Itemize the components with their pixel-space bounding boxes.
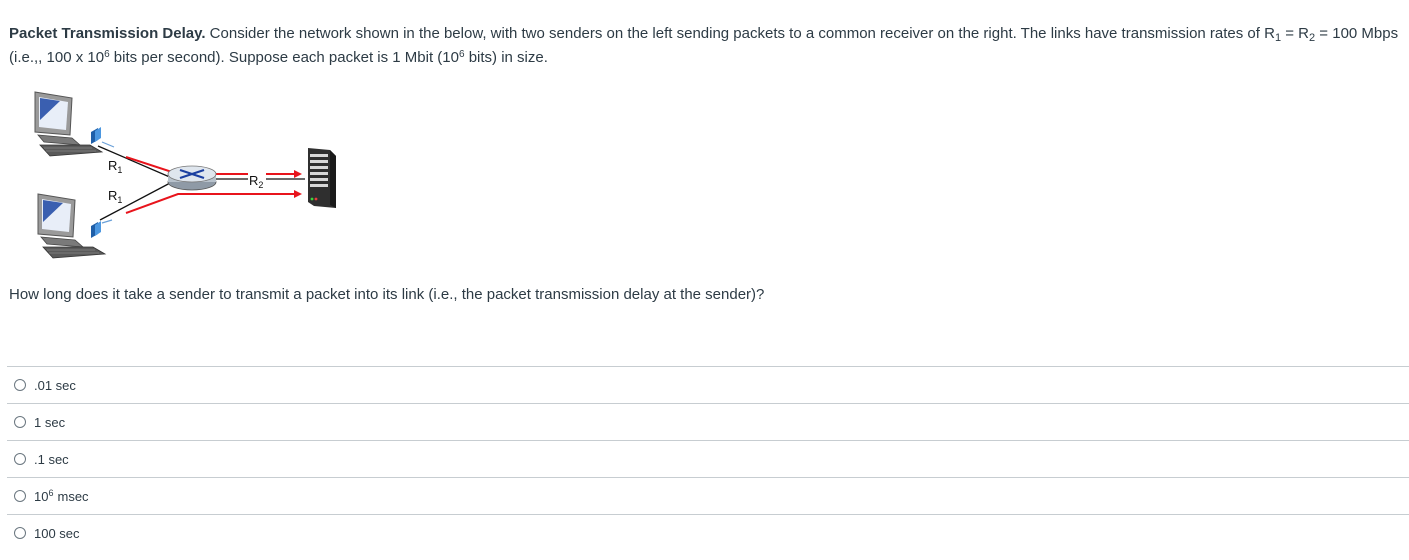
link-bottom (99, 181, 173, 221)
intro-paragraph: Packet Transmission Delay. Consider the … (9, 22, 1401, 70)
radio-button[interactable] (14, 490, 26, 502)
answer-exponent: 6 (48, 487, 54, 498)
intro-sub-1: 1 (1274, 32, 1282, 44)
intro-text-4: bits) in size. (464, 49, 548, 66)
label-r2: R2 (249, 173, 263, 190)
router-icon (167, 165, 217, 191)
intro-text-2: = 100 Mbps (i.e.,, 100 x 10 (9, 25, 1399, 66)
answer-label: 100 sec (34, 525, 80, 541)
radio-button[interactable] (14, 527, 26, 539)
answer-label: 1 sec (34, 414, 66, 430)
radio-button[interactable] (14, 379, 26, 391)
question-text: How long does it take a sender to transm… (9, 286, 765, 303)
answer-label: .1 sec (34, 451, 69, 467)
label-r1-top: R1 (108, 158, 122, 175)
link-top (97, 145, 173, 179)
receiver-server-icon (308, 148, 336, 208)
network-diagram: R1 R1 R2 (34, 91, 336, 259)
packet-bottom-icon (91, 219, 113, 238)
answer-unit: msec (57, 488, 89, 504)
intro-text-1: Consider the network shown in the below,… (209, 25, 1275, 42)
answer-option-5[interactable]: 100 sec (7, 514, 1409, 551)
answer-base: 10 (34, 488, 49, 504)
answer-option-2[interactable]: 1 sec (7, 403, 1409, 440)
red-arrow-bottom-icon (294, 190, 302, 198)
intro-sup-2: 6 (458, 49, 465, 60)
intro-eq: = R (1281, 25, 1310, 42)
packet-top-icon (91, 127, 115, 148)
answer-option-1[interactable]: .01 sec (7, 366, 1409, 403)
intro-sup-1: 6 (104, 49, 110, 60)
intro-title: Packet Transmission Delay. (9, 25, 206, 42)
red-path-bottom (125, 193, 294, 214)
label-r1-bottom: R1 (108, 188, 122, 205)
intro-sub-2: 2 (1309, 32, 1316, 44)
answer-option-3[interactable]: .1 sec (7, 440, 1409, 477)
sender-computer-bottom-icon (37, 193, 107, 259)
answer-label: .01 sec (34, 377, 76, 393)
sender-computer-top-icon (34, 91, 104, 157)
radio-button[interactable] (14, 453, 26, 465)
radio-button[interactable] (14, 416, 26, 428)
red-arrow-top-icon (294, 170, 302, 178)
intro-text-3: bits per second). Suppose each packet is… (109, 49, 459, 66)
